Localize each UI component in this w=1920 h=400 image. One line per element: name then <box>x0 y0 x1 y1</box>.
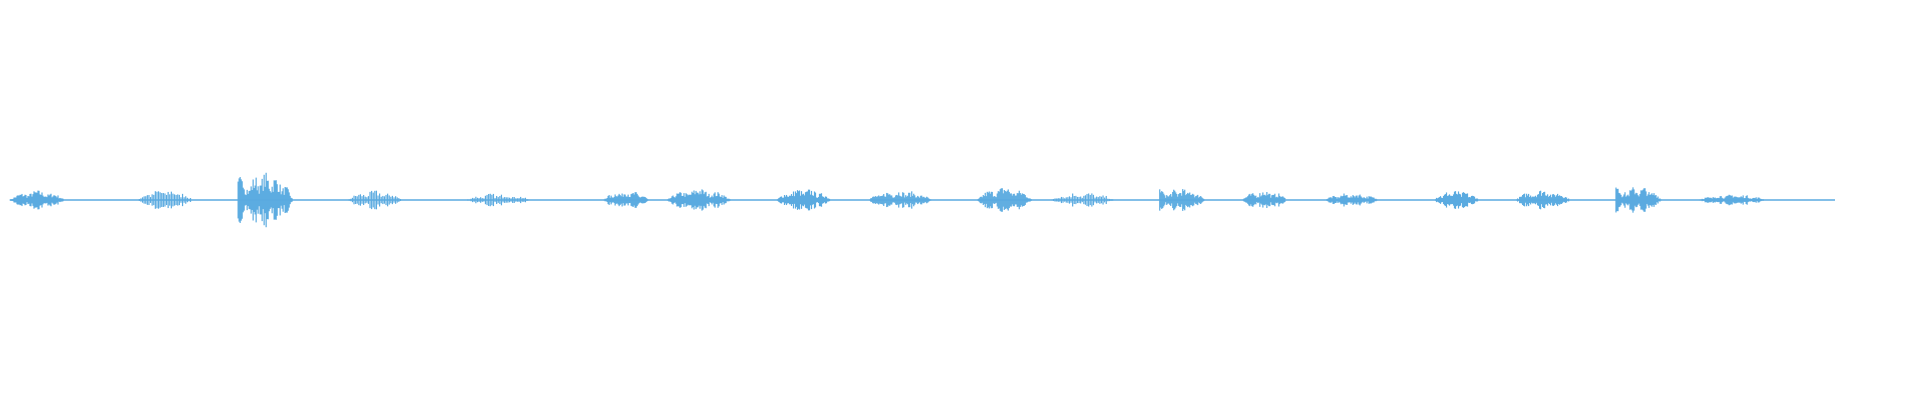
waveform-bars <box>9 172 1766 228</box>
